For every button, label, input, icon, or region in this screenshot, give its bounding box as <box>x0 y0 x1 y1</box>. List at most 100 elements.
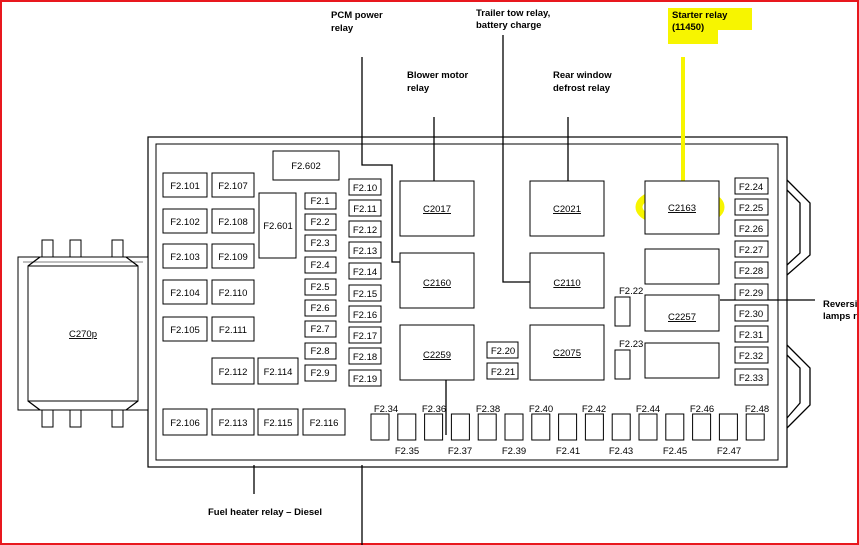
fuse-f2-22-label: F2.22 <box>619 286 643 297</box>
svg-text:F2.105: F2.105 <box>170 325 200 336</box>
fuse-f2-105 <box>162 316 208 342</box>
callout-blower-motor-relay: Blower motor relay <box>407 70 471 94</box>
svg-text:F2.16: F2.16 <box>353 310 377 321</box>
fuse-f2-36 <box>424 413 444 441</box>
fuse-f2-109 <box>211 243 255 269</box>
fuse-f2-43 <box>611 413 631 441</box>
svg-text:F2.103: F2.103 <box>170 252 200 263</box>
svg-text:F2.104: F2.104 <box>170 288 200 299</box>
svg-text:F2.29: F2.29 <box>739 288 763 299</box>
relay-blank-1 <box>644 248 720 285</box>
relays: C2017 C2021 C2163 C2160 C2110 C2257 C225… <box>399 180 720 381</box>
fuse-f2-116 <box>302 408 346 436</box>
callout-trailer-tow-relay: Trailer tow relay, battery charge <box>476 8 553 31</box>
svg-text:F2.113: F2.113 <box>219 418 248 429</box>
fuse-f2-107 <box>211 172 255 198</box>
fuse-f2-115 <box>257 408 299 436</box>
fuse-f2-106 <box>162 408 208 436</box>
right-bracket-upper-inner <box>786 189 801 266</box>
fuse-f2-39 <box>504 413 524 441</box>
mid-fuses: F2.20 F2.21 F2.22 F2.23 <box>486 286 643 380</box>
svg-text:F2.39: F2.39 <box>502 446 526 457</box>
starter-relay-label-highlight <box>668 8 752 44</box>
fuse-f2-47 <box>718 413 738 441</box>
callout-rear-window-defrost-relay: Rear window defrost relay <box>553 70 614 94</box>
svg-text:C2257: C2257 <box>668 312 696 323</box>
right-fuse-column: F2.24 F2.25 F2.26 F2.27 F2.28 F2.29 F2.3… <box>734 177 769 386</box>
fuse-f2-114 <box>257 357 299 385</box>
svg-text:F2.3: F2.3 <box>310 238 329 249</box>
svg-text:C2160: C2160 <box>423 278 451 289</box>
relay-c2257 <box>644 294 720 332</box>
connector-c270p <box>17 239 149 428</box>
svg-text:F2.12: F2.12 <box>353 225 377 236</box>
fuse-f2-34 <box>370 413 390 441</box>
fuse-f2-35 <box>397 413 417 441</box>
svg-text:F2.112: F2.112 <box>219 367 248 378</box>
svg-text:F2.30: F2.30 <box>739 309 763 320</box>
relay-c2163 <box>644 180 720 235</box>
svg-text:F2.24: F2.24 <box>739 182 763 193</box>
svg-text:F2.10: F2.10 <box>353 183 377 194</box>
callout-fuel-heater-relay: Fuel heater relay – Diesel <box>208 507 322 518</box>
svg-text:F2.107: F2.107 <box>218 181 248 192</box>
bottom-fuse-labels-top: F2.34 F2.36 F2.38 F2.40 F2.42 F2.44 F2.4… <box>374 404 769 415</box>
fuse-f2-101 <box>162 172 208 198</box>
svg-text:F2.40: F2.40 <box>529 404 553 415</box>
svg-text:F2.25: F2.25 <box>739 203 763 214</box>
fuse-f2-111 <box>211 316 255 342</box>
svg-text:F2.9: F2.9 <box>310 368 329 379</box>
left-fuse-block: F2.101 F2.102 F2.103 F2.104 F2.105 F2.10… <box>162 172 346 436</box>
svg-text:F2.13: F2.13 <box>353 246 377 257</box>
small-fuse-column-2: F2.10 F2.11 F2.12 F2.13 F2.14 F2.15 F2.1… <box>348 178 382 387</box>
fuse-f2-22 <box>614 296 631 327</box>
svg-text:F2.4: F2.4 <box>310 260 329 271</box>
fuse-f2-112 <box>211 357 255 385</box>
svg-text:F2.32: F2.32 <box>739 351 763 362</box>
relay-c2259 <box>399 324 475 381</box>
bottom-fuse-labels-bottom: F2.35 F2.37 F2.39 F2.41 F2.43 F2.45 F2.4… <box>395 446 741 457</box>
svg-text:F2.48: F2.48 <box>745 404 769 415</box>
svg-text:F2.27: F2.27 <box>739 245 763 256</box>
svg-text:F2.7: F2.7 <box>310 324 329 335</box>
fuse-f2-45 <box>665 413 685 441</box>
svg-text:C2259: C2259 <box>423 350 451 361</box>
svg-text:F2.14: F2.14 <box>353 267 377 278</box>
svg-text:F2.37: F2.37 <box>448 446 472 457</box>
fuse-f2-42 <box>584 413 604 441</box>
fuse-f2-23 <box>614 349 631 380</box>
fuse-f2-601-label: F2.601 <box>263 221 293 232</box>
fuse-f2-44 <box>638 413 658 441</box>
fuse-f2-21 <box>486 362 519 380</box>
svg-text:F2.43: F2.43 <box>609 446 633 457</box>
svg-text:C2021: C2021 <box>553 204 581 215</box>
svg-text:C2017: C2017 <box>423 204 451 215</box>
svg-text:F2.110: F2.110 <box>219 288 248 299</box>
svg-text:C2163: C2163 <box>668 203 696 214</box>
fuse-f2-104 <box>162 279 208 305</box>
callout-starter-relay: Starter relay (11450) <box>672 10 730 33</box>
svg-text:F2.15: F2.15 <box>353 289 377 300</box>
svg-text:F2.21: F2.21 <box>491 367 515 378</box>
relay-c2160 <box>399 252 475 309</box>
svg-text:F2.17: F2.17 <box>353 331 377 342</box>
svg-text:F2.36: F2.36 <box>422 404 446 415</box>
small-fuse-column-1: F2.1 F2.2 F2.3 F2.4 F2.5 F2.6 F2.7 F2.8 … <box>304 192 337 382</box>
svg-text:F2.11: F2.11 <box>353 204 377 215</box>
relay-c2017 <box>399 180 475 237</box>
svg-text:F2.5: F2.5 <box>310 282 329 293</box>
right-bracket-upper <box>786 179 811 276</box>
svg-text:C2075: C2075 <box>553 348 581 359</box>
bottom-fuse-row <box>370 413 765 441</box>
svg-text:F2.44: F2.44 <box>636 404 660 415</box>
fuse-f2-102 <box>162 208 208 234</box>
fuse-f2-601 <box>258 192 297 259</box>
svg-text:F2.47: F2.47 <box>717 446 741 457</box>
svg-text:F2.20: F2.20 <box>491 346 515 357</box>
fuse-f2-41 <box>558 413 578 441</box>
fuse-f2-602-label: F2.602 <box>291 161 321 172</box>
fuse-f2-46 <box>692 413 712 441</box>
svg-text:F2.38: F2.38 <box>476 404 500 415</box>
svg-text:F2.102: F2.102 <box>170 217 200 228</box>
